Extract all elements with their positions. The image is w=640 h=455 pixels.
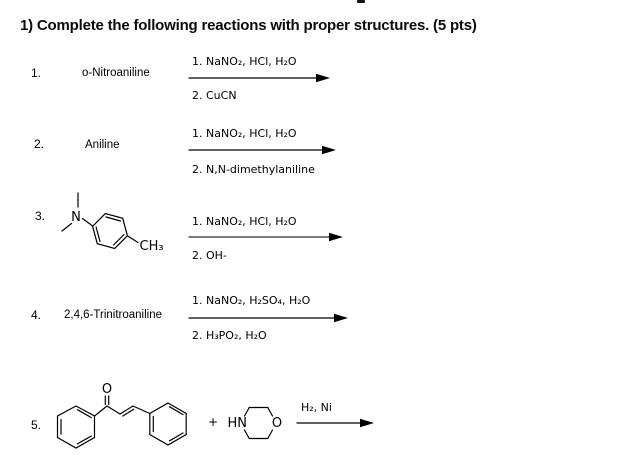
reaction-1-reactant: o-Nitroaniline xyxy=(82,67,150,79)
reaction-4-reactant: 2,4,6-Trinitroaniline xyxy=(64,309,163,321)
reaction-2-number: 2. xyxy=(34,137,45,151)
plus-sign: + xyxy=(208,415,219,429)
reaction-arrow-2 xyxy=(188,145,336,155)
amine-nitrogen-label: N xyxy=(71,210,81,225)
reaction-1-number: 1. xyxy=(31,66,42,80)
morpholine-oxygen-label: O xyxy=(272,416,282,431)
reaction-3-conditions-below: 2. OH- xyxy=(192,249,227,262)
morpholine-structure: HN O xyxy=(228,406,282,440)
morpholine-nh-label: HN xyxy=(228,416,248,431)
nn-dimethyl-p-toluidine-structure: N CH₃ xyxy=(61,192,164,254)
reaction-3-number: 3. xyxy=(35,209,46,223)
reaction-4-number: 4. xyxy=(31,308,42,322)
reaction-2-reactant: Aniline xyxy=(85,139,120,151)
reaction-1-conditions-below: 2. CuCN xyxy=(192,89,237,102)
ring-methyl-label: CH₃ xyxy=(140,239,164,254)
ketone-oxygen-label: O xyxy=(102,382,112,397)
reaction-5-number: 5. xyxy=(31,418,42,432)
reaction-4-conditions-below: 2. H₃PO₂, H₂O xyxy=(192,329,267,342)
reaction-arrow-3 xyxy=(188,232,343,242)
chalcone-structure: O xyxy=(56,382,187,449)
reaction-arrow-4 xyxy=(188,313,348,323)
reaction-2-conditions-above: 1. NaNO₂, HCl, H₂O xyxy=(192,127,297,140)
reaction-2-conditions-below: 2. N,N-dimethylaniline xyxy=(192,163,315,176)
page-title: 1) Complete the following reactions with… xyxy=(20,17,477,34)
reaction-5-conditions-above: H₂, Ni xyxy=(301,401,332,414)
reaction-3-conditions-above: 1. NaNO₂, HCl, H₂O xyxy=(192,215,297,228)
crop-artifact xyxy=(357,0,365,3)
reaction-arrow-5 xyxy=(296,418,374,428)
reaction-4-conditions-above: 1. NaNO₂, H₂SO₄, H₂O xyxy=(192,294,311,307)
reaction-1-conditions-above: 1. NaNO₂, HCl, H₂O xyxy=(192,55,297,68)
reaction-arrow-1 xyxy=(188,73,330,83)
